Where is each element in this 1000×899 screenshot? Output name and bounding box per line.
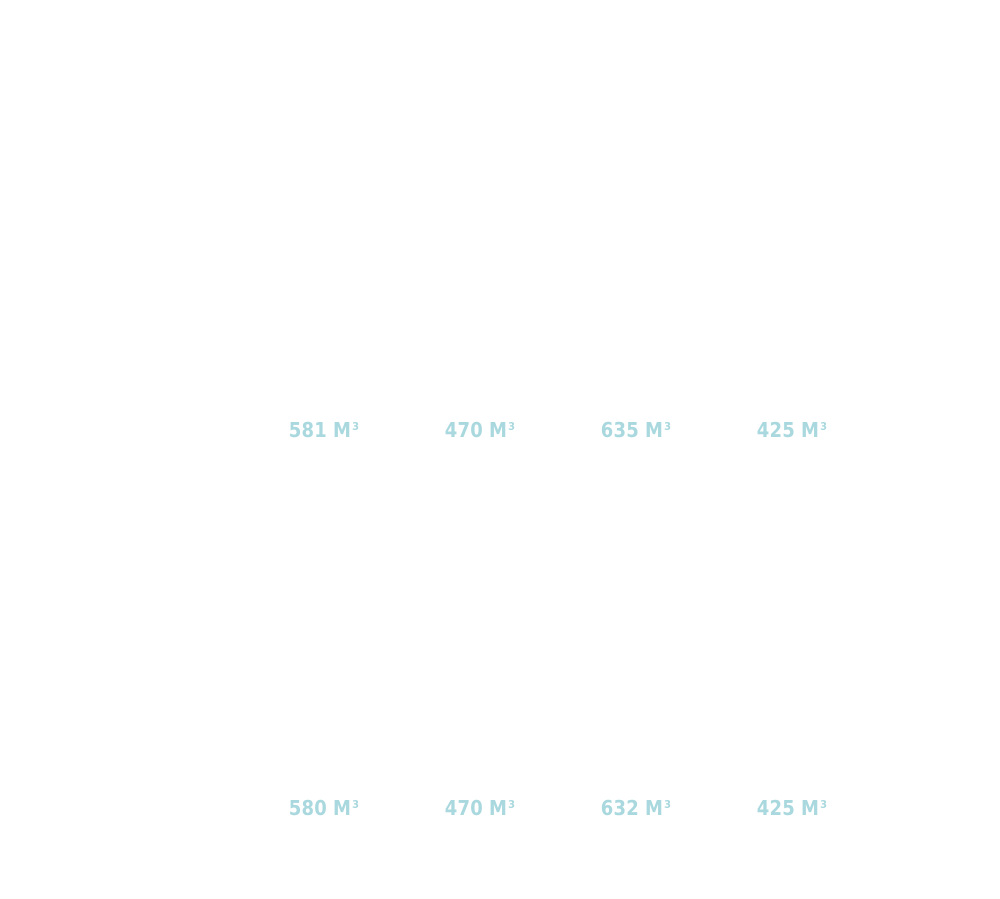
volume-value: 470 <box>444 796 483 820</box>
volume-unit: M <box>332 796 352 820</box>
volume-value: 470 <box>444 418 483 442</box>
volume-exponent: 3 <box>352 420 360 433</box>
volume-value: 635 <box>600 418 639 442</box>
volume-exponent: 3 <box>352 798 360 811</box>
volume-value: 580 <box>288 796 327 820</box>
volume-exponent: 3 <box>664 420 672 433</box>
volume-unit: M <box>800 796 820 820</box>
volume-value: 632 <box>600 796 639 820</box>
volume-unit: M <box>800 418 820 442</box>
volume-unit: M <box>644 796 664 820</box>
volume-exponent: 3 <box>820 798 828 811</box>
volume-exponent: 3 <box>508 420 516 433</box>
volume-exponent: 3 <box>508 798 516 811</box>
volume-unit: M <box>644 418 664 442</box>
volume-exponent: 3 <box>664 798 672 811</box>
volume-unit: M <box>332 418 352 442</box>
volume-exponent: 3 <box>820 420 828 433</box>
volume-value: 581 <box>288 418 327 442</box>
volume-value: 425 <box>756 796 795 820</box>
volume-value: 425 <box>756 418 795 442</box>
volume-unit: M <box>488 418 508 442</box>
volume-unit: M <box>488 796 508 820</box>
